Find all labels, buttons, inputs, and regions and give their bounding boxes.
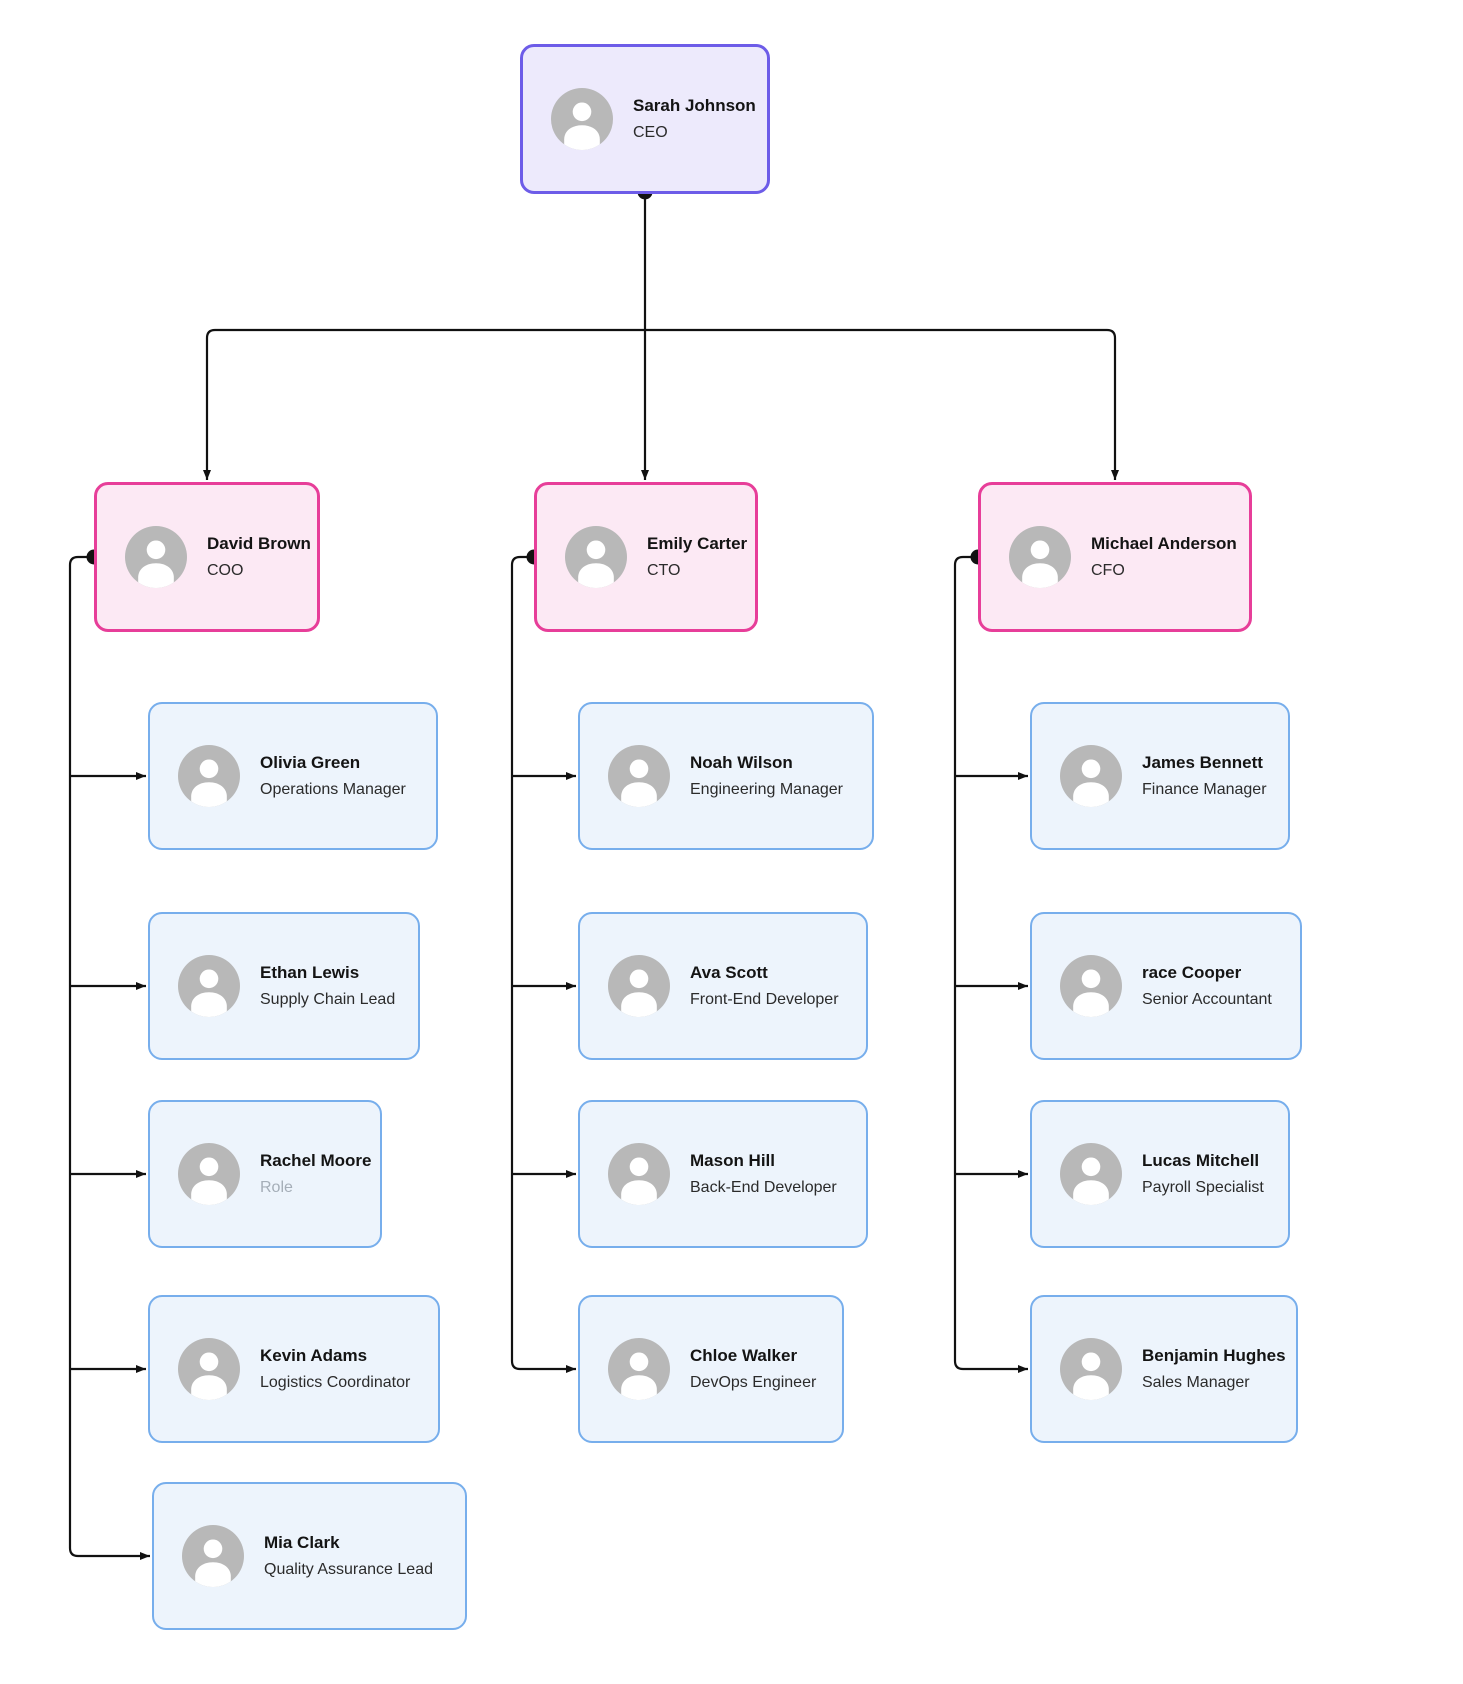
person-title: CFO	[1091, 562, 1125, 580]
org-node-michael-anderson[interactable]: Michael Anderson CFO	[978, 482, 1252, 632]
connector-ceo-michael	[645, 328, 1119, 480]
user-avatar-icon	[125, 526, 187, 588]
user-avatar-icon	[1060, 1338, 1122, 1400]
person-title: Back-End Developer	[690, 1179, 837, 1197]
user-avatar-icon	[608, 955, 670, 1017]
person-title: Operations Manager	[260, 781, 406, 799]
person-name: James Bennett	[1142, 752, 1263, 772]
person-name: race Cooper	[1142, 962, 1242, 982]
user-avatar-icon	[182, 1525, 244, 1587]
person-name: Chloe Walker	[690, 1345, 798, 1365]
user-avatar-icon	[1060, 745, 1122, 807]
connector-david-spine	[68, 555, 150, 1560]
user-avatar-icon	[608, 1143, 670, 1205]
org-node-emily-carter[interactable]: Emily Carter CTO	[534, 482, 758, 632]
person-title: Engineering Manager	[690, 781, 843, 799]
person-name: Michael Anderson	[1091, 533, 1237, 553]
org-node-mia-clark[interactable]: Mia Clark Quality Assurance Lead	[152, 1482, 467, 1630]
person-name: Sarah Johnson	[633, 95, 756, 115]
person-title: Supply Chain Lead	[260, 991, 396, 1009]
person-name: Benjamin Hughes	[1142, 1345, 1286, 1365]
user-avatar-icon	[178, 1143, 240, 1205]
user-avatar-icon	[1009, 526, 1071, 588]
user-avatar-icon	[565, 526, 627, 588]
person-name: Kevin Adams	[260, 1345, 368, 1365]
org-node-ethan-lewis[interactable]: Ethan Lewis Supply Chain Lead	[148, 912, 420, 1060]
org-node-kevin-adams[interactable]: Kevin Adams Logistics Coordinator	[148, 1295, 440, 1443]
user-avatar-icon	[551, 88, 613, 150]
org-node-james-bennett[interactable]: James Bennett Finance Manager	[1030, 702, 1290, 850]
org-node-benjamin-hughes[interactable]: Benjamin Hughes Sales Manager	[1030, 1295, 1298, 1443]
org-node-mason-hill[interactable]: Mason Hill Back-End Developer	[578, 1100, 868, 1248]
person-name: Rachel Moore	[260, 1150, 372, 1170]
user-avatar-icon	[1060, 1143, 1122, 1205]
org-node-sarah-johnson[interactable]: Sarah Johnson CEO	[520, 44, 770, 194]
user-avatar-icon	[178, 955, 240, 1017]
person-name: Mia Clark	[264, 1532, 340, 1552]
person-title: DevOps Engineer	[690, 1374, 817, 1392]
user-avatar-icon	[1060, 955, 1122, 1017]
person-title: Senior Accountant	[1142, 991, 1272, 1009]
person-title: Sales Manager	[1142, 1374, 1250, 1392]
person-name: Ethan Lewis	[260, 962, 360, 982]
org-node-david-brown[interactable]: David Brown COO	[94, 482, 320, 632]
person-name: Mason Hill	[690, 1150, 776, 1170]
person-title: Logistics Coordinator	[260, 1374, 411, 1392]
person-name: Ava Scott	[690, 962, 768, 982]
connector-ceo-david	[203, 328, 645, 480]
org-node-lucas-mitchell[interactable]: Lucas Mitchell Payroll Specialist	[1030, 1100, 1290, 1248]
user-avatar-icon	[608, 1338, 670, 1400]
org-node-olivia-green[interactable]: Olivia Green Operations Manager	[148, 702, 438, 850]
person-name: Emily Carter	[647, 533, 748, 553]
person-name: David Brown	[207, 533, 311, 553]
person-title: CTO	[647, 562, 681, 580]
org-node-ava-scott[interactable]: Ava Scott Front-End Developer	[578, 912, 868, 1060]
person-title: Front-End Developer	[690, 991, 839, 1009]
person-name: Olivia Green	[260, 752, 361, 772]
person-title: Payroll Specialist	[1142, 1179, 1264, 1197]
person-title: Finance Manager	[1142, 781, 1267, 799]
person-name: Noah Wilson	[690, 752, 793, 772]
org-node-rachel-moore[interactable]: Rachel Moore Role	[148, 1100, 382, 1248]
person-title: COO	[207, 562, 244, 580]
person-title: Quality Assurance Lead	[264, 1561, 433, 1579]
person-title: CEO	[633, 124, 668, 142]
user-avatar-icon	[178, 745, 240, 807]
org-node-noah-wilson[interactable]: Noah Wilson Engineering Manager	[578, 702, 874, 850]
user-avatar-icon	[178, 1338, 240, 1400]
connector-michael-spine	[953, 555, 1028, 1373]
connector-emily-spine	[510, 555, 576, 1373]
org-node-chloe-walker[interactable]: Chloe Walker DevOps Engineer	[578, 1295, 844, 1443]
person-title-placeholder: Role	[260, 1179, 293, 1197]
user-avatar-icon	[608, 745, 670, 807]
org-node-race-cooper[interactable]: race Cooper Senior Accountant	[1030, 912, 1302, 1060]
person-name: Lucas Mitchell	[1142, 1150, 1260, 1170]
